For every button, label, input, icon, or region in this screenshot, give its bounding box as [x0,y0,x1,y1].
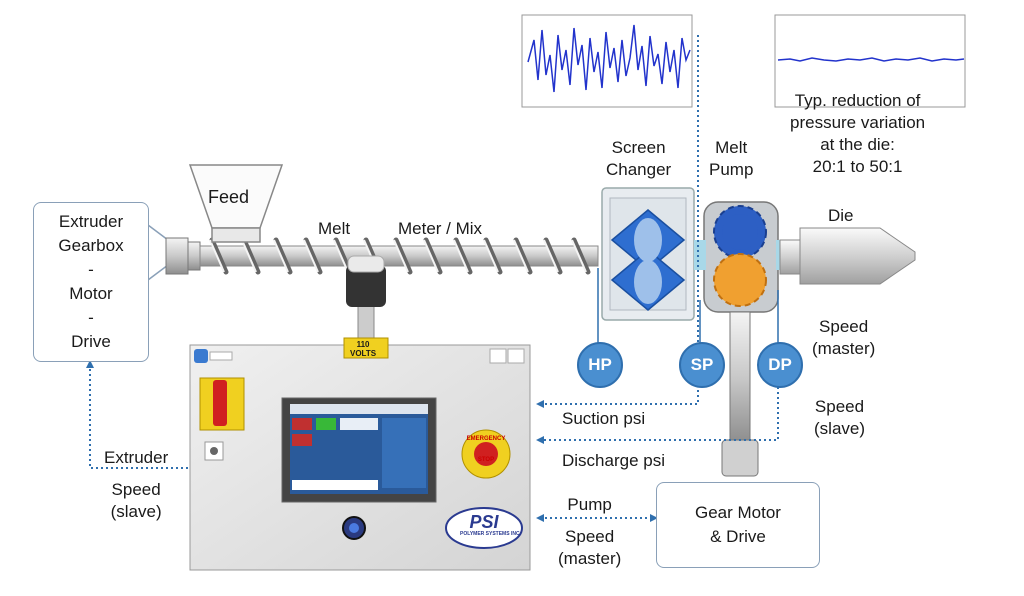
pump-speed-line-2: Speed [565,527,615,546]
speed-slave-line-2: (slave) [814,419,866,438]
pump-speed-line-3: (master) [558,549,622,568]
gear-motor-line-2: & Drive [710,527,766,546]
speed-slave-label: Speed (slave) [814,396,865,440]
psi-logo-subtext: POLYMER SYSTEMS INC. [460,531,521,537]
speed-master-label: Speed (master) [812,316,875,360]
screen-changer-label: Screen Changer [606,137,671,181]
pump-speed-line-1: Pump [567,495,612,514]
signal-lines [89,35,779,519]
stack-light [343,255,389,359]
screen-changer-line-1: Screen [611,138,666,157]
reduction-note-line-1: Typ. reduction of [794,91,921,110]
extruder-box-connector [147,224,169,281]
estop-line-1: EMERGENCY [466,436,506,442]
reduction-note-line-3: at the die: [820,135,895,154]
hp-sensor-badge: HP [577,342,623,388]
extruder-speed-label: Extruder Speed (slave) [104,447,168,523]
extruder-speed-line-3: (slave) [110,502,162,521]
meter-mix-label: Meter / Mix [398,219,483,238]
extruder-screw [199,237,599,275]
reduction-note-line-4: 20:1 to 50:1 [812,157,903,176]
extruder-box-line-3: - [88,260,94,279]
feed-label: Feed [208,187,250,207]
extruder-drive-box: Extruder Gearbox - Motor - Drive [33,202,149,362]
pump-speed-label: Pump Speed (master) [558,494,621,570]
extruder-speed-line-1: Extruder [104,448,169,467]
estop-label: EMERGENCY STOP [466,436,506,464]
extruder-box-line-1: Extruder [58,212,124,231]
extruder-box-line-5: - [88,308,94,327]
melt-pump-line-2: Pump [709,160,754,179]
extrusion-die [779,227,916,285]
voltage-tag-line-2: VOLTS [350,349,377,358]
reduction-note: Typ. reduction of pressure variation at … [790,90,925,178]
discharge-psi-label: Discharge psi [562,451,665,470]
speed-master-line-1: Speed [819,317,869,336]
dp-sensor-badge: DP [757,342,803,388]
suction-psi-label: Suction psi [562,409,646,428]
estop-line-2: STOP [477,457,495,463]
melt-pump [694,201,788,313]
die-label: Die [828,206,854,225]
feed-hopper [188,164,284,243]
screen-changer [601,187,695,321]
extruder-speed-line-2: Speed [111,480,161,499]
gear-motor-line-1: Gear Motor [695,503,781,522]
sp-sensor-badge: SP [679,342,725,388]
melt-label: Melt [318,219,351,238]
speed-slave-line-1: Speed [814,397,865,416]
extruder-box-line-4: Motor [69,284,113,303]
sensor-lines [597,268,779,345]
barrel-end [165,237,201,275]
control-panel [189,344,531,571]
speed-master-line-2: (master) [812,339,876,358]
voltage-tag: 110 VOLTS [350,340,376,358]
gear-motor-box: Gear Motor & Drive [656,482,820,568]
extruder-box-line-2: Gearbox [58,236,124,255]
psi-logo-text: PSI [469,512,499,532]
extruder-box-line-6: Drive [71,332,111,351]
melt-pump-line-1: Melt [715,138,748,157]
pressure-trace-before [521,14,693,108]
pressure-trace-after [774,14,966,108]
psi-logo: PSI POLYMER SYSTEMS INC. [460,512,521,537]
voltage-tag-line-1: 110 [356,340,370,349]
reduction-note-line-2: pressure variation [790,113,926,132]
signal-arrowheads [86,360,658,522]
melt-pump-label: Melt Pump [709,137,753,181]
screen-changer-line-2: Changer [606,160,672,179]
pump-drive-shaft [721,311,759,477]
